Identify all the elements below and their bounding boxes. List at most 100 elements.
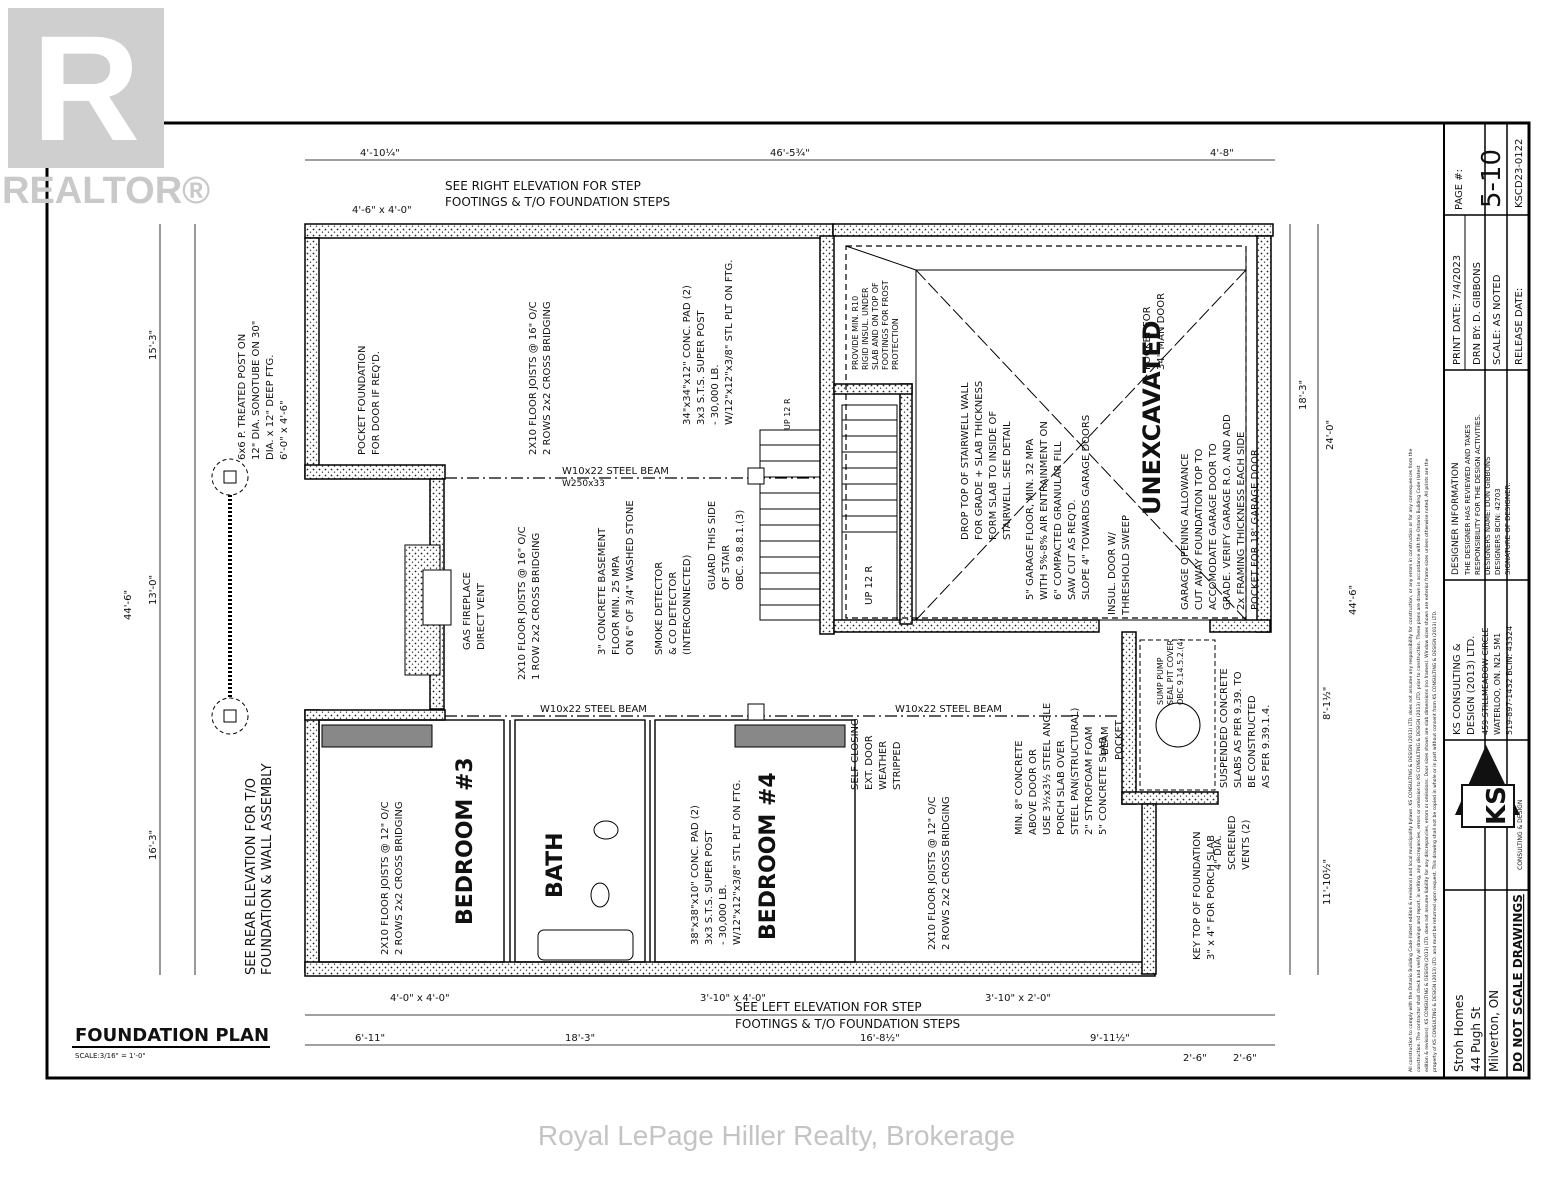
right-elev-note-1: SEE RIGHT ELEVATION FOR STEP bbox=[445, 179, 641, 193]
suspended-3: BE CONSTRUCTED bbox=[1247, 695, 1258, 788]
right-dim-2: 18'-3" bbox=[1298, 380, 1309, 410]
garage-floor-5: SLOPE 4" TOWARDS GARAGE DOORS bbox=[1081, 415, 1092, 600]
key-top-1: KEY TOP OF FOUNDATION bbox=[1192, 831, 1203, 960]
stair-note-4: STAIRWELL. SEE DETAIL bbox=[1002, 421, 1013, 540]
stair-note-1: DROP TOP OF STAIRWELL WALL bbox=[960, 382, 971, 540]
super-post-upper bbox=[747, 467, 765, 485]
slab-note-2: FLOOR MIN. 25 MPA bbox=[611, 556, 622, 655]
insul-note-3: SLAB AND ON TOP OF bbox=[871, 282, 880, 370]
pad1-note-4: W/12"x12"x3/8" STL PLT ON FTG. bbox=[724, 260, 735, 425]
designer-info-2: RESPONSIBILITY FOR THE DESIGN ACTIVITIES… bbox=[1474, 414, 1482, 575]
porch-note-3: USE 3½x3½ STEEL ANGLE bbox=[1041, 703, 1053, 835]
company-line-5: 519-897-1432 BCIN: 43324 bbox=[1505, 626, 1514, 735]
ks-logo-sub: CONSULTING & DESIGN bbox=[1517, 800, 1524, 870]
pad1-note-2: 3x3 S.T.S. SUPER POST bbox=[696, 309, 707, 425]
bottom-dim-6: 2'-6" bbox=[1233, 1053, 1257, 1064]
slab-note-1: 3" CONCRETE BASEMENT bbox=[597, 527, 608, 655]
self-closing-2: EXT. DOOR bbox=[864, 735, 875, 790]
client-street: 44 Pugh St bbox=[1469, 1007, 1483, 1072]
left-dim-1: 15'-3" bbox=[148, 330, 159, 360]
sump-pump bbox=[1155, 702, 1201, 748]
garage-opening-3: ACCOMODATE GARAGE DOOR TO bbox=[1208, 443, 1219, 610]
key-top-2: 3" x 4" FOR PORCH SLAB bbox=[1206, 835, 1217, 960]
self-closing-4: STRIPPED bbox=[892, 741, 903, 790]
step-bottom-left: 4'-0" x 4'-0" bbox=[390, 993, 450, 1004]
drawn-by: DRN BY: D. GIBBONS bbox=[1472, 262, 1483, 365]
company-line-3: 459 STILLMEADOW CIRCLE bbox=[1481, 627, 1490, 735]
stair-up-label-2: UP 12 R bbox=[783, 398, 792, 430]
fireplace-note-1: GAS FIREPLACE bbox=[462, 572, 473, 650]
page-number: 5-10 bbox=[1477, 149, 1507, 208]
garage-inner-outline bbox=[915, 269, 1247, 621]
beam-upper-label: W10x22 STEEL BEAM bbox=[562, 466, 669, 477]
room-label-bath: BATH bbox=[543, 832, 568, 898]
step-top-note: 4'-6" x 4'-0" bbox=[352, 205, 412, 216]
client-name: Stroh Homes bbox=[1452, 995, 1466, 1072]
designer-info-5: SIGNATURE OF DESIGNER: bbox=[1504, 483, 1512, 576]
beam-pocket-2: POCKET bbox=[1114, 719, 1125, 760]
left-dim-3: 16'-3" bbox=[148, 830, 159, 860]
top-dim-1: 4'-10¼" bbox=[360, 147, 400, 159]
right-elev-note-2: FOOTINGS & T/O FOUNDATION STEPS bbox=[445, 195, 670, 209]
fireplace-note-2: DIRECT VENT bbox=[476, 582, 487, 650]
floor-joists-2b: 1 ROW 2x2 CROSS BRIDGING bbox=[531, 533, 542, 680]
post-note-2: 12" DIA. SONOTUBE ON 30" bbox=[251, 321, 262, 460]
step-bottom-mid: 3'-10" x 4'-0" bbox=[700, 993, 766, 1004]
garage-opening-1: GARAGE OPENING ALLOWANCE bbox=[1180, 453, 1191, 610]
designer-info-4: DESIGNERS BCIN: 42703 bbox=[1494, 488, 1502, 575]
page-label: PAGE #: bbox=[1454, 169, 1465, 210]
post-note-1: 6x6 P. TREATED POST ON bbox=[237, 334, 248, 460]
vents-1: 4" DIA. bbox=[1213, 835, 1224, 870]
left-elev-note-1: SEE LEFT ELEVATION FOR STEP bbox=[735, 1000, 922, 1014]
pad1-note-3: - 30,000 LB. bbox=[710, 364, 721, 425]
beam-pocket-1: BEAM bbox=[1100, 726, 1111, 755]
designer-info-title: DESIGNER INFORMATION bbox=[1451, 462, 1461, 575]
company-line-2: DESIGN (2013) LTD. bbox=[1466, 636, 1477, 735]
garage-opening-6: POCKET FOR 18' GARAGE DOOR bbox=[1250, 449, 1261, 610]
porch-note-2: ABOVE DOOR OR bbox=[1028, 749, 1039, 835]
room-label-unexcavated: UNEXCAVATED bbox=[1138, 320, 1166, 515]
room-label-bedroom-4: BEDROOM #4 bbox=[756, 772, 781, 940]
pad1-note-1: 34"x34"x12" CONC. PAD (2) bbox=[682, 285, 693, 425]
floor-joists-3: 2X10 FLOOR JOISTS @ 12" O/C bbox=[380, 801, 391, 955]
vents-2: SCREENED bbox=[1227, 815, 1238, 870]
gas-fireplace bbox=[422, 569, 452, 626]
closet-bedroom-3 bbox=[321, 724, 433, 748]
floor-joists-1b: 2 ROWS 2x2 CROSS BRIDGING bbox=[542, 301, 553, 455]
floor-joists-4b: 2 ROWS 2x2 CROSS BRIDGING bbox=[941, 796, 952, 950]
slab-note-3: ON 6" OF 3/4" WASHED STONE bbox=[625, 500, 636, 655]
project-number: KSCD23-0122 bbox=[1514, 139, 1525, 208]
client-city: Milverton, ON bbox=[1487, 990, 1501, 1072]
top-dim-3: 4'-8" bbox=[1210, 148, 1234, 159]
porch-note-6: 2" STYROFOAM FOAM bbox=[1084, 726, 1095, 835]
left-elev-note-2: FOOTINGS & T/O FOUNDATION STEPS bbox=[735, 1017, 960, 1031]
sump-2: SEAL PIT COVER bbox=[1166, 640, 1175, 705]
right-dim-4: 11'-10½" bbox=[1321, 859, 1333, 905]
pocket-note-1: POCKET FOUNDATION bbox=[357, 346, 368, 455]
realtor-logo-box bbox=[8, 8, 164, 168]
sump-1: SUMP PUMP bbox=[1156, 657, 1165, 705]
step-bottom-right: 3'-10" x 2'-0" bbox=[985, 993, 1051, 1004]
brokerage-watermark: Royal LePage Hiller Realty, Brokerage bbox=[0, 1118, 1553, 1154]
disclaimer-3: edition & revisions). KS CONSULTING & DE… bbox=[1424, 458, 1430, 1072]
garage-opening-5: 2x FRAMING THICKNESS EACH SIDE bbox=[1236, 432, 1247, 610]
floor-joists-1: 2X10 FLOOR JOISTS @ 16" O/C bbox=[528, 301, 539, 455]
garage-floor-4: SAW CUT AS REQ'D. bbox=[1067, 499, 1078, 600]
disclaimer-1: All construction to comply with the Onta… bbox=[1408, 448, 1414, 1072]
rear-elev-note-1: SEE REAR ELEVATION FOR T/O bbox=[244, 778, 259, 975]
unexcavated-cross-b bbox=[915, 269, 1247, 621]
stair-note-3: FORM SLAB TO INSIDE OF bbox=[988, 411, 999, 540]
pad2-note-4: W/12"x12"x3/8" STL PLT ON FTG. bbox=[732, 780, 743, 945]
smoke-note-2: & CO DETECTOR bbox=[668, 572, 679, 655]
insul-note-1: PROVIDE MIN. R10 bbox=[851, 296, 860, 370]
realtor-logo: R REALTOR® bbox=[0, 0, 210, 215]
bottom-dim-4: 9'-11½" bbox=[1090, 1032, 1130, 1044]
vents-3: VENTS (2) bbox=[1241, 819, 1252, 870]
sump-3: OBC 9.14.5.2.(4) bbox=[1176, 638, 1185, 705]
pad2-note-3: - 30,000 LB. bbox=[718, 884, 729, 945]
company-line-1: KS CONSULTING & bbox=[1452, 643, 1463, 735]
garage-opening-4: GRADE. VERIFY GARAGE R.O. AND ADD bbox=[1222, 414, 1233, 610]
rear-elev-note-2: FOUNDATION & WALL ASSEMBLY bbox=[260, 763, 275, 975]
porch-note-7: 5" CONCRETE SLAB bbox=[1098, 737, 1109, 835]
